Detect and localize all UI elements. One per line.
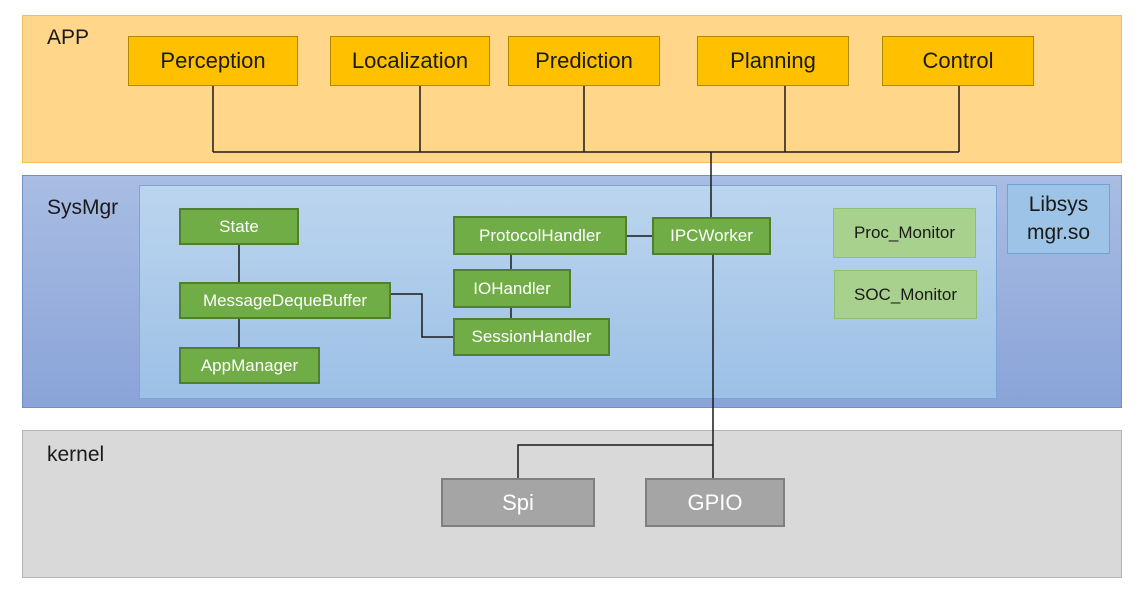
sysmgr-layer-label: SysMgr — [47, 196, 119, 219]
libsysmgr-label-line1: Libsys — [1028, 192, 1089, 216]
kernel-layer-label: kernel — [47, 443, 105, 466]
libsysmgr-label-line2: mgr.so — [1026, 221, 1091, 244]
protocol-handler-box: ProtocolHandler — [453, 216, 627, 255]
io-handler-box: IOHandler — [453, 269, 571, 308]
localization-box: Localization — [330, 36, 490, 86]
spi-box: Spi — [441, 478, 595, 527]
session-handler-box: SessionHandler — [453, 318, 610, 356]
perception-box: Perception — [128, 36, 298, 86]
gpio-box: GPIO — [645, 478, 785, 527]
app-layer-label: APP — [47, 26, 90, 49]
state-box: State — [179, 208, 299, 245]
soc-monitor-box: SOC_Monitor — [834, 270, 977, 319]
control-box: Control — [882, 36, 1034, 86]
app-manager-box: AppManager — [179, 347, 320, 384]
planning-box: Planning — [697, 36, 849, 86]
libsysmgr-box: Libsys mgr.so — [1007, 184, 1110, 254]
proc-monitor-box: Proc_Monitor — [833, 208, 976, 258]
ipc-worker-box: IPCWorker — [652, 217, 771, 255]
message-deque-buffer-box: MessageDequeBuffer — [179, 282, 391, 319]
prediction-box: Prediction — [508, 36, 660, 86]
